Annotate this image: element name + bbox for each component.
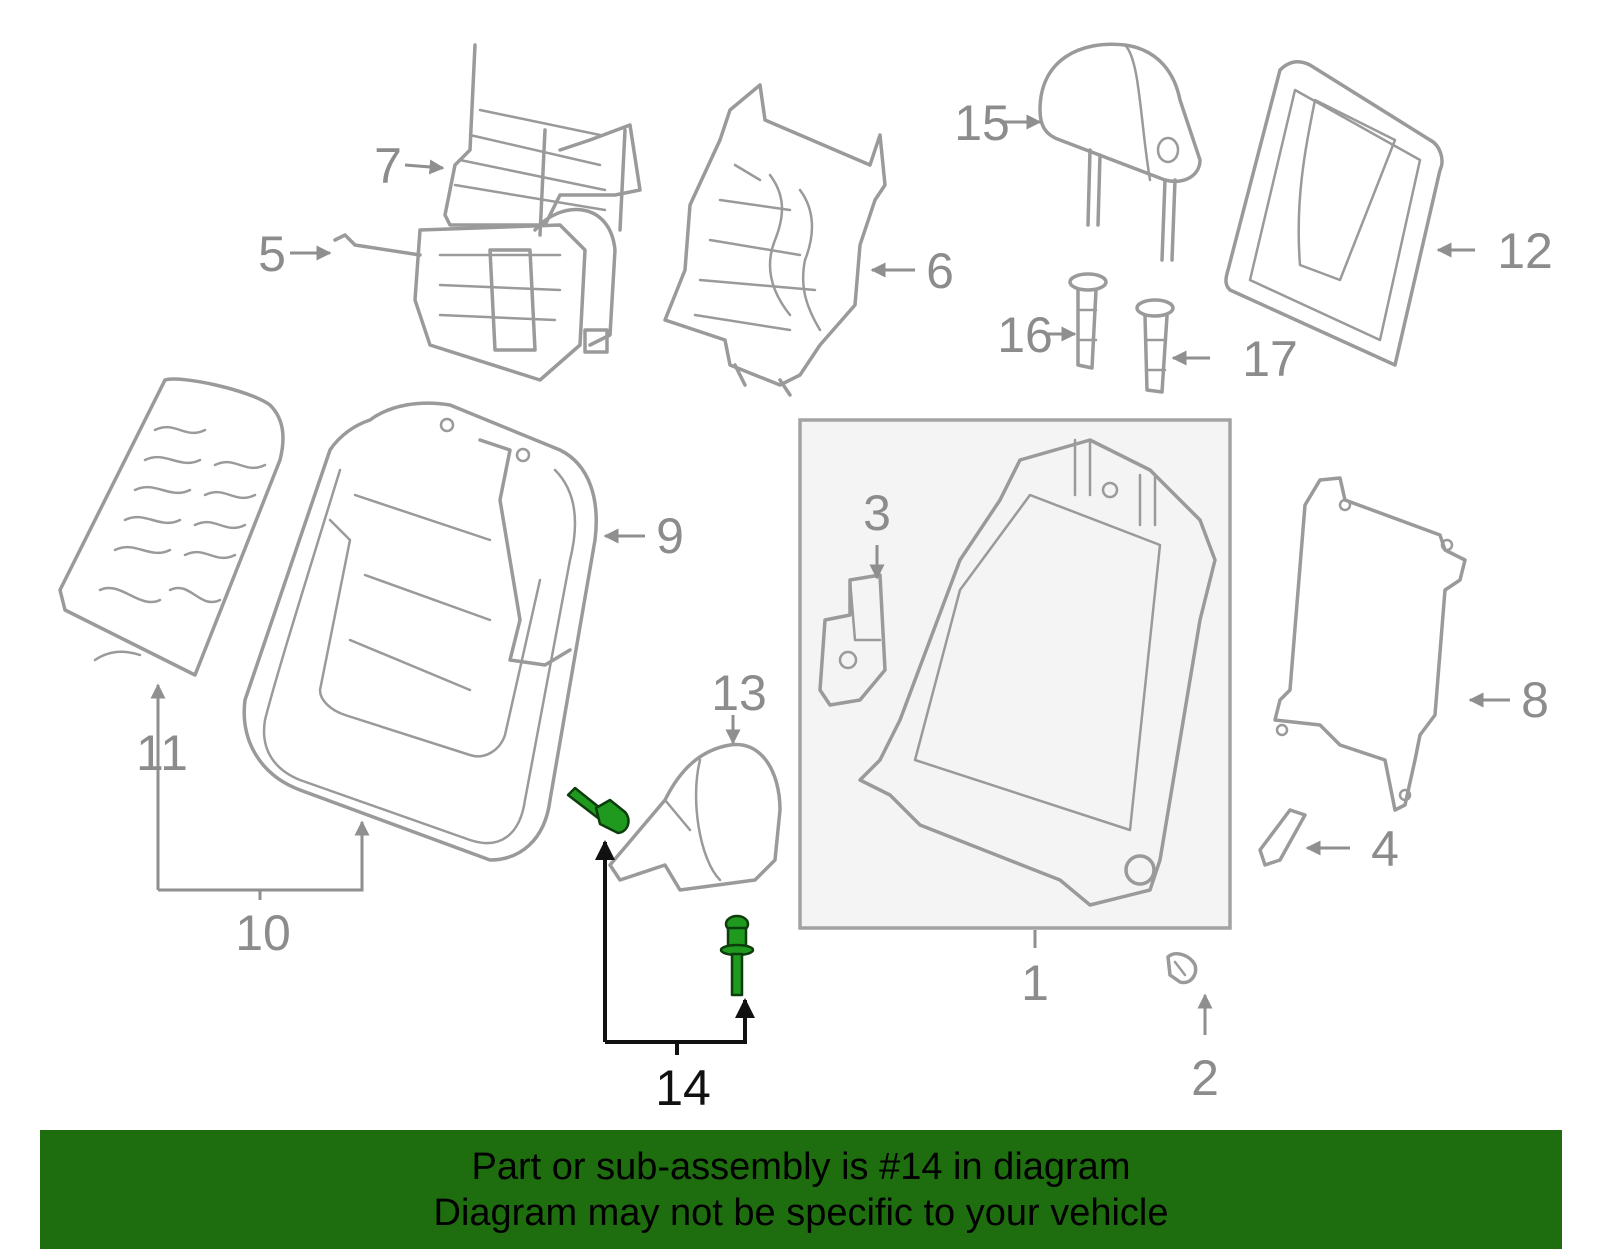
part-14-rivet-left	[566, 786, 630, 835]
callout-14: 14	[655, 1060, 711, 1116]
info-banner: Part or sub-assembly is #14 in diagram D…	[40, 1130, 1562, 1249]
callout-9: 9	[656, 508, 684, 564]
part-7-wire-frame	[443, 43, 642, 237]
part-14-rivet-right	[719, 914, 755, 997]
part-17-guide	[1135, 298, 1175, 394]
part-13-side-shield	[608, 742, 782, 892]
callout-16: 16	[997, 307, 1053, 363]
part-11-heater-pad	[58, 377, 285, 677]
part-9-back-cover	[242, 401, 598, 862]
callout-1: 1	[1021, 955, 1049, 1011]
part-4-cap	[1258, 808, 1307, 867]
parts-diagram: 1 2 3 4 5 6 7 8 9 10 11 12 13 14 15 16 1…	[58, 42, 1553, 1116]
part-2-clip	[1166, 952, 1198, 985]
callout-10: 10	[235, 905, 291, 961]
part-16-guide	[1068, 272, 1108, 370]
callout-3: 3	[863, 485, 891, 541]
callout-12: 12	[1497, 223, 1553, 279]
part-5-lumbar-support	[333, 207, 617, 382]
callout-6: 6	[926, 243, 954, 299]
callout-15: 15	[954, 95, 1010, 151]
callout-8: 8	[1521, 672, 1549, 728]
leader-lines	[150, 114, 1510, 1055]
callout-7: 7	[374, 138, 402, 194]
part-15-headrest	[1038, 42, 1202, 262]
banner-line-2: Diagram may not be specific to your vehi…	[433, 1191, 1169, 1234]
part-1-frame-assembly	[798, 418, 1232, 930]
part-3-motor	[818, 573, 887, 707]
part-12-back-panel	[1224, 59, 1444, 367]
callout-2: 2	[1191, 1050, 1219, 1106]
callout-13: 13	[711, 665, 767, 721]
part-8-side-panel	[1273, 476, 1467, 812]
callout-11: 11	[136, 725, 188, 781]
banner-line-1: Part or sub-assembly is #14 in diagram	[471, 1145, 1131, 1188]
callout-5: 5	[258, 226, 286, 282]
callout-17: 17	[1242, 331, 1298, 387]
callout-4: 4	[1371, 821, 1399, 877]
part-6-back-pad	[663, 83, 887, 397]
